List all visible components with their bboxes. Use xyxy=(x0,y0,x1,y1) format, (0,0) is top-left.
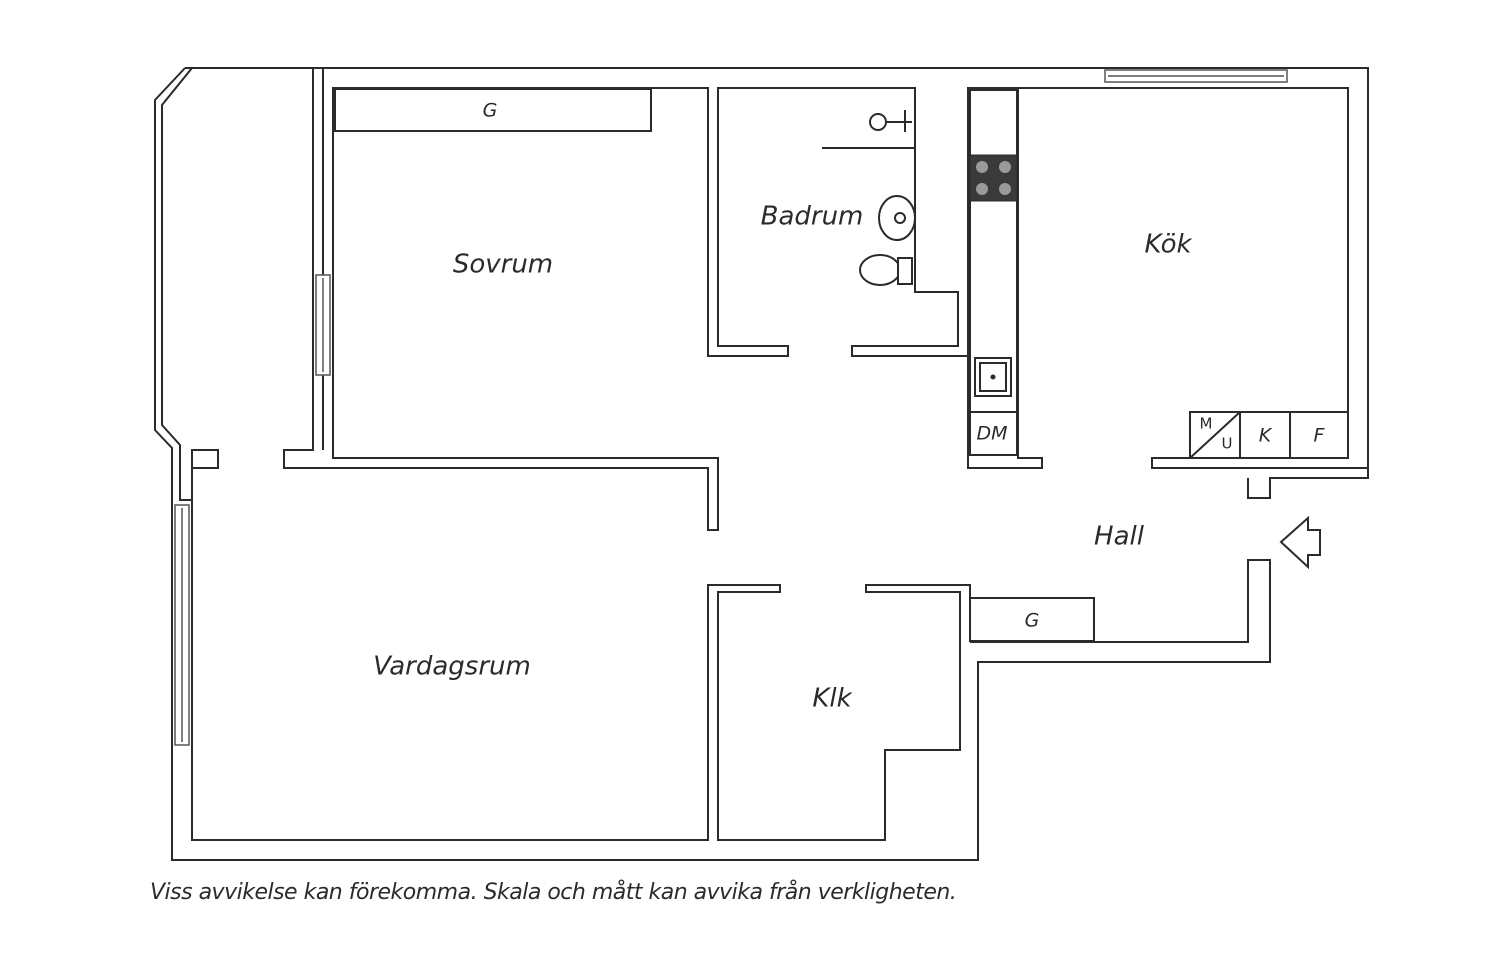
sink-icon xyxy=(878,195,916,241)
microwave-u-label: U xyxy=(1222,435,1233,453)
wardrobe-hall-label: G xyxy=(1025,610,1040,632)
kitchen-sink-icon xyxy=(974,357,1012,397)
wardrobe-hall xyxy=(969,597,1095,642)
room-label-hall: Hall xyxy=(1094,522,1145,552)
dishwasher-label: DM xyxy=(976,423,1007,445)
kitchen-counter xyxy=(969,89,1018,456)
freezer-label: F xyxy=(1314,425,1326,447)
bedroom-wall xyxy=(283,68,1043,531)
wardrobe-bedroom xyxy=(334,88,652,132)
balcony-wall xyxy=(161,67,193,501)
shower-icon xyxy=(869,110,912,132)
inner-wall-living xyxy=(191,449,971,841)
room-label-klk: Klk xyxy=(812,684,852,714)
room-label-badrum: Badrum xyxy=(761,202,864,232)
microwave-m-label: M xyxy=(1200,415,1213,433)
toilet-icon xyxy=(859,254,913,286)
outer-wall-top-left xyxy=(154,67,1271,861)
room-label-vardagsrum: Vardagsrum xyxy=(373,652,531,682)
room-label-kok: Kök xyxy=(1144,230,1192,260)
stove-icon xyxy=(969,154,1018,202)
freezer-box xyxy=(1289,411,1349,459)
entrance-arrow-icon xyxy=(1279,515,1321,570)
fridge-label: K xyxy=(1259,425,1273,447)
wardrobe-bedroom-label: G xyxy=(483,100,498,122)
disclaimer-text: Viss avvikelse kan förekomma. Skala och … xyxy=(150,880,957,905)
outer-wall-outline xyxy=(185,67,1369,499)
room-label-sovrum: Sovrum xyxy=(453,250,553,280)
